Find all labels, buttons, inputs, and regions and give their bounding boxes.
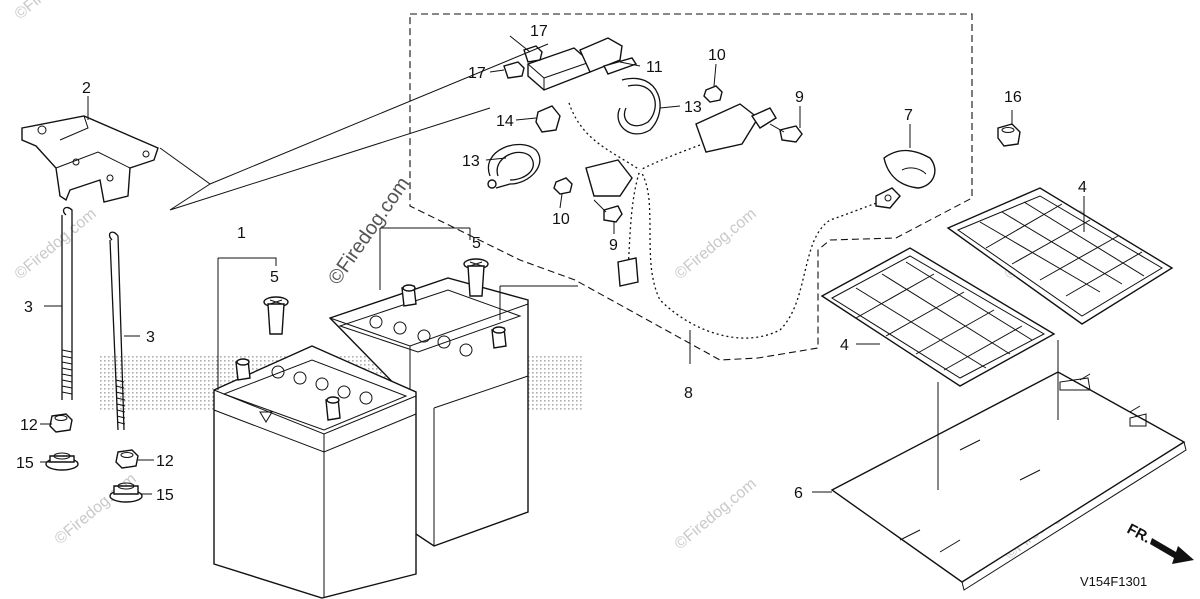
battery-tray-upper xyxy=(946,187,1174,325)
callout-5-right: 5 xyxy=(472,235,481,252)
leader-lines xyxy=(40,35,1085,495)
watermark: ©Firedog.com xyxy=(672,475,760,553)
callout-13-lower: 13 xyxy=(462,153,480,170)
battery-cable-harness xyxy=(566,99,901,340)
diagram-code: V154F1301 xyxy=(1080,574,1147,589)
callout-9-upper: 9 xyxy=(795,89,804,106)
cable-band-13-lower xyxy=(487,143,541,189)
nut-10-upper xyxy=(703,85,723,103)
callout-5-left: 5 xyxy=(270,269,279,286)
battery-bracket xyxy=(21,115,159,203)
bolt-9-upper xyxy=(769,123,803,143)
flange-nut-15-right xyxy=(109,482,143,503)
callout-1: 1 xyxy=(237,225,246,242)
watermark-large: ©Firedog.com xyxy=(324,173,414,289)
callout-10-upper: 10 xyxy=(708,47,726,64)
nut-12-right xyxy=(115,449,139,469)
callout-10-lower: 10 xyxy=(552,211,570,228)
callout-11: 11 xyxy=(646,59,663,76)
callout-9-lower: 9 xyxy=(609,237,618,254)
battery-tray-lower xyxy=(820,247,1056,387)
callout-16: 16 xyxy=(1004,89,1022,106)
battery-rear xyxy=(328,277,529,547)
callout-3-left: 3 xyxy=(24,299,33,316)
callout-8: 8 xyxy=(684,385,693,402)
battery-base-plate xyxy=(830,371,1187,591)
fuse-cover-11 xyxy=(579,37,638,75)
callout-7: 7 xyxy=(904,107,913,124)
callout-4-upper: 4 xyxy=(1078,179,1087,196)
front-label: FR. xyxy=(1124,521,1153,547)
battery-front xyxy=(213,345,417,599)
callout-13-upper: 13 xyxy=(684,99,702,116)
callout-2: 2 xyxy=(82,80,91,97)
watermark: ©Firedog.com xyxy=(12,205,100,283)
nut-12-left xyxy=(49,413,73,433)
terminal-bolt-right xyxy=(463,258,489,297)
clip-14 xyxy=(535,105,561,133)
watermark: ©Firedog.com xyxy=(672,205,760,283)
hold-down-bolt-left xyxy=(61,206,73,400)
callout-15-right: 15 xyxy=(156,487,174,504)
callout-12-left: 12 xyxy=(20,417,38,434)
flange-nut-15-left xyxy=(45,452,79,471)
terminal-bolt-left xyxy=(263,296,289,335)
cable-band-13-upper xyxy=(617,77,661,135)
callout-14: 14 xyxy=(496,113,514,130)
callout-labels: 1 2 3 3 4 4 5 5 6 7 8 9 9 10 10 11 12 12… xyxy=(16,23,1087,504)
bolt-9-lower xyxy=(593,199,623,223)
callout-12-right: 12 xyxy=(156,453,174,470)
hold-down-bolt-right xyxy=(108,231,126,431)
callout-17-upper: 17 xyxy=(530,23,548,40)
nut-10-lower xyxy=(553,177,573,195)
callout-17-lower: 17 xyxy=(468,65,486,82)
callout-4-lower: 4 xyxy=(840,337,849,354)
front-direction-marker: FR. xyxy=(1124,521,1194,564)
callout-6: 6 xyxy=(794,485,803,502)
callout-3-right: 3 xyxy=(146,329,155,346)
watermark: ©Firedog.com xyxy=(52,470,140,548)
fuse-17-upper xyxy=(523,45,543,63)
watermark: ©Firedog.com xyxy=(12,0,100,23)
callout-15-left: 15 xyxy=(16,455,34,472)
nut-16 xyxy=(997,123,1021,147)
harness-group-box xyxy=(409,13,973,361)
fuse-17-lower xyxy=(503,61,525,79)
terminal-cover-7 xyxy=(883,149,936,189)
